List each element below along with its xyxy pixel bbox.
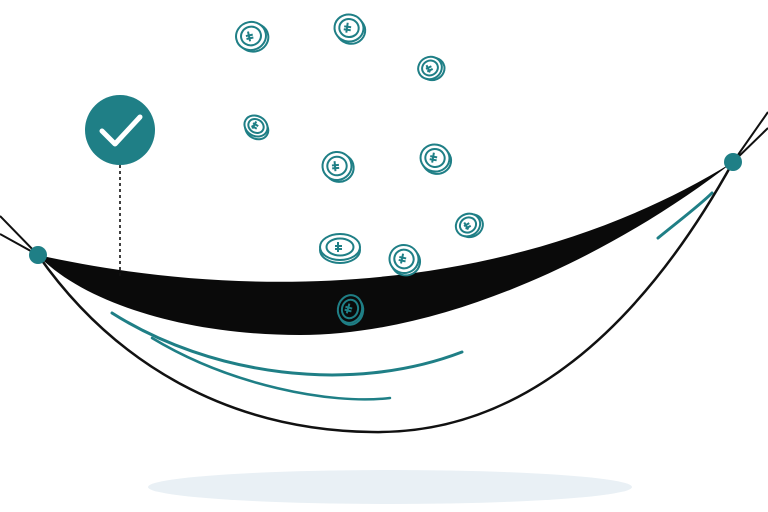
coins [235,13,484,326]
hammock-rope-right [732,111,768,163]
coin-icon [454,212,484,239]
coin-icon [235,20,270,53]
coin-icon [388,243,422,277]
hammock-highlight [656,191,714,240]
coin-icon [419,143,453,175]
coin-icon [333,13,367,45]
anchor-point-right [724,153,742,171]
coin-icon [319,233,361,264]
hammock-drape [36,161,735,434]
coin-icon [336,294,365,326]
check-mark-icon [99,114,143,147]
anchor-point-left [29,246,47,264]
coin-icon [243,114,270,141]
hammock-fabric [38,162,733,335]
coin-icon [321,150,355,183]
check-badge [85,95,155,165]
coin-icon [417,55,446,82]
drape-accent-lower [150,336,392,401]
ground-shadow [148,470,632,504]
drape-accent-upper [110,311,464,377]
